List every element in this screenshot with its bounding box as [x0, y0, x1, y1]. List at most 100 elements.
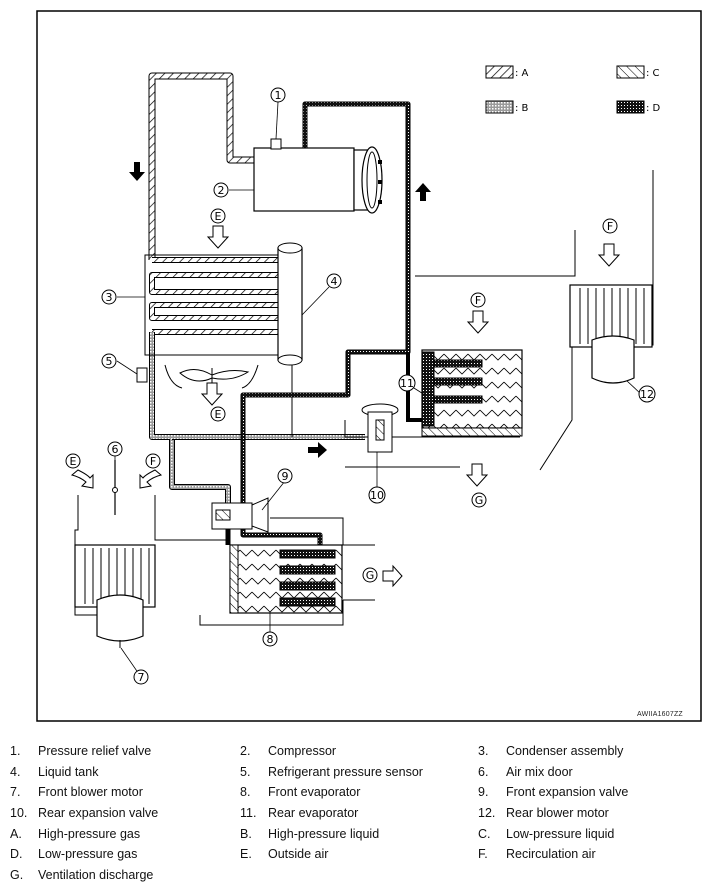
pattern-legend: : A : B : C : D	[485, 65, 661, 114]
letter-f-front: F	[145, 453, 161, 469]
legend-label: Rear expansion valve	[38, 806, 159, 821]
legend-key: 11.	[240, 806, 257, 821]
legend-key: G.	[10, 867, 24, 882]
legend-label: Rear evaporator	[268, 806, 359, 821]
svg-text:10: 10	[370, 489, 384, 502]
svg-text:F: F	[607, 220, 613, 233]
legend-label: Condenser assembly	[506, 744, 624, 759]
front-blower	[74, 544, 156, 648]
legend-label: Ventilation discharge	[38, 867, 154, 882]
svg-text:11: 11	[400, 377, 414, 390]
legend-key: 8.	[240, 785, 251, 800]
letter-f-rear-evap: F	[470, 292, 486, 308]
callout-1: 1	[270, 87, 286, 103]
svg-text:G: G	[366, 569, 375, 582]
air-arrow-icon	[598, 243, 620, 267]
compressor	[253, 138, 383, 214]
front-evaporator	[229, 544, 343, 614]
air-arrow-icon	[382, 564, 403, 588]
flow-arrow-down-icon	[129, 162, 145, 181]
letter-f-rear-blower: F	[602, 218, 618, 234]
swatch-b	[485, 100, 514, 114]
legend-key: B.	[240, 826, 252, 841]
swatch-a	[485, 65, 514, 79]
legend-label: Pressure relief valve	[38, 744, 152, 759]
legend-key: 5.	[240, 764, 251, 779]
letter-g-front: G	[362, 567, 378, 583]
legend-key: F.	[478, 847, 488, 862]
svg-text:E: E	[215, 408, 222, 421]
legend-key: 6.	[478, 764, 489, 779]
svg-text:E: E	[215, 210, 222, 223]
legend-label: Recirculation air	[506, 847, 596, 862]
legend-label: Low-pressure gas	[38, 847, 138, 862]
letter-e-condenser: E	[210, 208, 226, 224]
legend-row: 1. Pressure relief valve 2. Compressor 3. Con…	[10, 741, 700, 762]
legend-label: Front evaporator	[268, 785, 361, 800]
front-blower-motor	[96, 594, 144, 642]
rear-evaporator	[421, 349, 523, 437]
legend-key	[240, 865, 268, 886]
callout-3: 3	[101, 289, 117, 305]
condenser-fan	[164, 364, 259, 389]
callout-4: 4	[326, 273, 342, 289]
legend-label	[268, 865, 478, 886]
legend-label	[506, 865, 700, 886]
legend-key: C.	[478, 826, 491, 841]
air-ducts	[74, 170, 654, 626]
legend-key: E.	[240, 847, 252, 862]
rear-blower-motor	[591, 335, 635, 384]
legend-key: 9.	[478, 785, 489, 800]
legend-key: 7.	[10, 785, 21, 800]
legend-row: D. Low-pressure gas E. Outside air F. Recircu…	[10, 844, 700, 865]
legend-label: Compressor	[268, 744, 337, 759]
callout-5: 5	[101, 353, 117, 369]
legend-key: 3.	[478, 744, 489, 759]
legend-label: Outside air	[268, 847, 329, 862]
svg-text:6: 6	[112, 443, 119, 456]
swatch-c-label: : C	[646, 68, 660, 79]
svg-text:2: 2	[218, 184, 225, 197]
legend-key: 2.	[240, 744, 251, 759]
legend-key: 12.	[478, 806, 496, 821]
swatch-d	[616, 100, 645, 114]
legend-key: 1.	[10, 744, 21, 759]
swatch-a-label: : A	[515, 68, 529, 79]
diagram-frame	[36, 10, 702, 722]
legend-label: Low-pressure liquid	[506, 826, 615, 841]
front-expansion-valve	[211, 497, 269, 533]
svg-text:F: F	[475, 294, 481, 307]
swatch-b-label: : B	[515, 103, 529, 114]
component-legend: 1. Pressure relief valve 2. Compressor 3. Con…	[10, 741, 700, 885]
air-arrows	[70, 225, 620, 588]
svg-text:F: F	[150, 455, 156, 468]
liquid-tank	[277, 242, 303, 366]
refrigerant-system-diagram: : A : B : C : D	[36, 10, 702, 722]
callout-12: 12	[638, 385, 656, 403]
legend-key: A.	[10, 826, 22, 841]
svg-text:1: 1	[275, 89, 282, 102]
figure-code: AWIIA1607ZZ	[637, 711, 683, 718]
legend-label: High-pressure liquid	[268, 826, 380, 841]
callout-9: 9	[277, 468, 293, 484]
svg-text:9: 9	[282, 470, 289, 483]
letter-g-rear: G	[471, 492, 487, 508]
callout-6: 6	[107, 441, 123, 457]
air-arrow-icon	[467, 310, 489, 334]
rear-expansion-valve	[361, 403, 399, 453]
flow-arrow-up-icon	[415, 183, 431, 201]
legend-key: D.	[10, 847, 23, 862]
callouts: 1 2 3 4 5 6 7 8 9 10 11 12	[101, 87, 656, 685]
letter-e-front: E	[65, 453, 81, 469]
leader-lines	[114, 101, 642, 678]
refrigerant-pressure-sensor	[136, 367, 148, 383]
svg-text:5: 5	[106, 355, 113, 368]
air-arrow-icon	[466, 463, 488, 487]
air-arrow-icon	[139, 469, 163, 489]
callout-7: 7	[133, 669, 149, 685]
swatch-c	[616, 65, 645, 79]
svg-text:G: G	[475, 494, 484, 507]
